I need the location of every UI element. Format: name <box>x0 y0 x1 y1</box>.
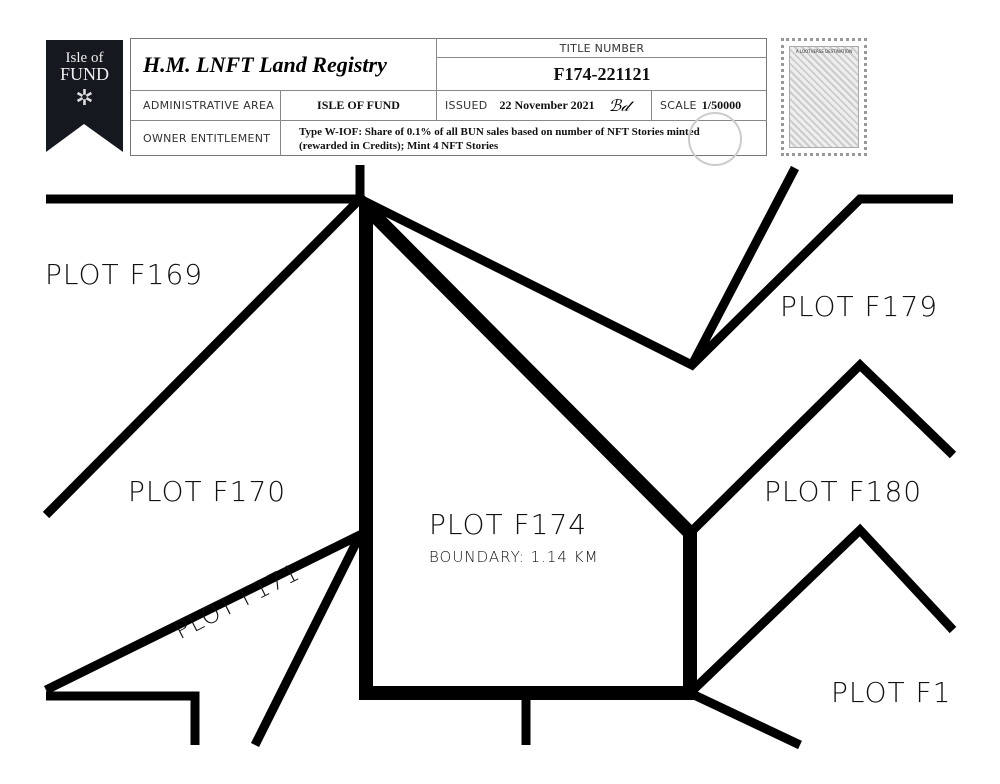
postage-stamp: A LOOTVERSE DESTINATION <box>781 38 867 156</box>
plot-f170-label: PLOT F170 <box>128 475 287 508</box>
boundary-line <box>42 195 364 519</box>
boundary-line <box>357 194 953 371</box>
isle-of-fund-logo: Isle of FUND ✲ <box>46 40 123 152</box>
plot-f174-boundary-text: BOUNDARY: 1.14 KM <box>429 548 599 566</box>
boundary-line <box>686 523 957 697</box>
boundary-line <box>686 358 957 537</box>
plot-f174-boundary <box>359 190 697 700</box>
boundary-line <box>688 688 802 750</box>
title-number: F174-221121 <box>437 58 767 91</box>
boundary-line <box>46 691 200 745</box>
plot-f180-label: PLOT F180 <box>764 475 923 508</box>
registry-header: H.M. LNFT Land Registry TITLE NUMBER F17… <box>130 38 767 156</box>
plot-f179-label: PLOT F179 <box>780 290 939 323</box>
registry-title: H.M. LNFT Land Registry <box>143 51 387 77</box>
seal-icon <box>688 112 742 166</box>
boundary-line <box>688 165 799 368</box>
plot-f169-label: PLOT F169 <box>45 258 204 291</box>
signature-icon: ℬ𝒹 <box>608 95 630 115</box>
frog-icon: ✲ <box>75 86 94 111</box>
plot-f1-label: PLOT F1 <box>831 676 952 709</box>
boundary-line <box>44 525 371 748</box>
plot-f174-label[interactable]: PLOT F174 <box>429 508 588 541</box>
